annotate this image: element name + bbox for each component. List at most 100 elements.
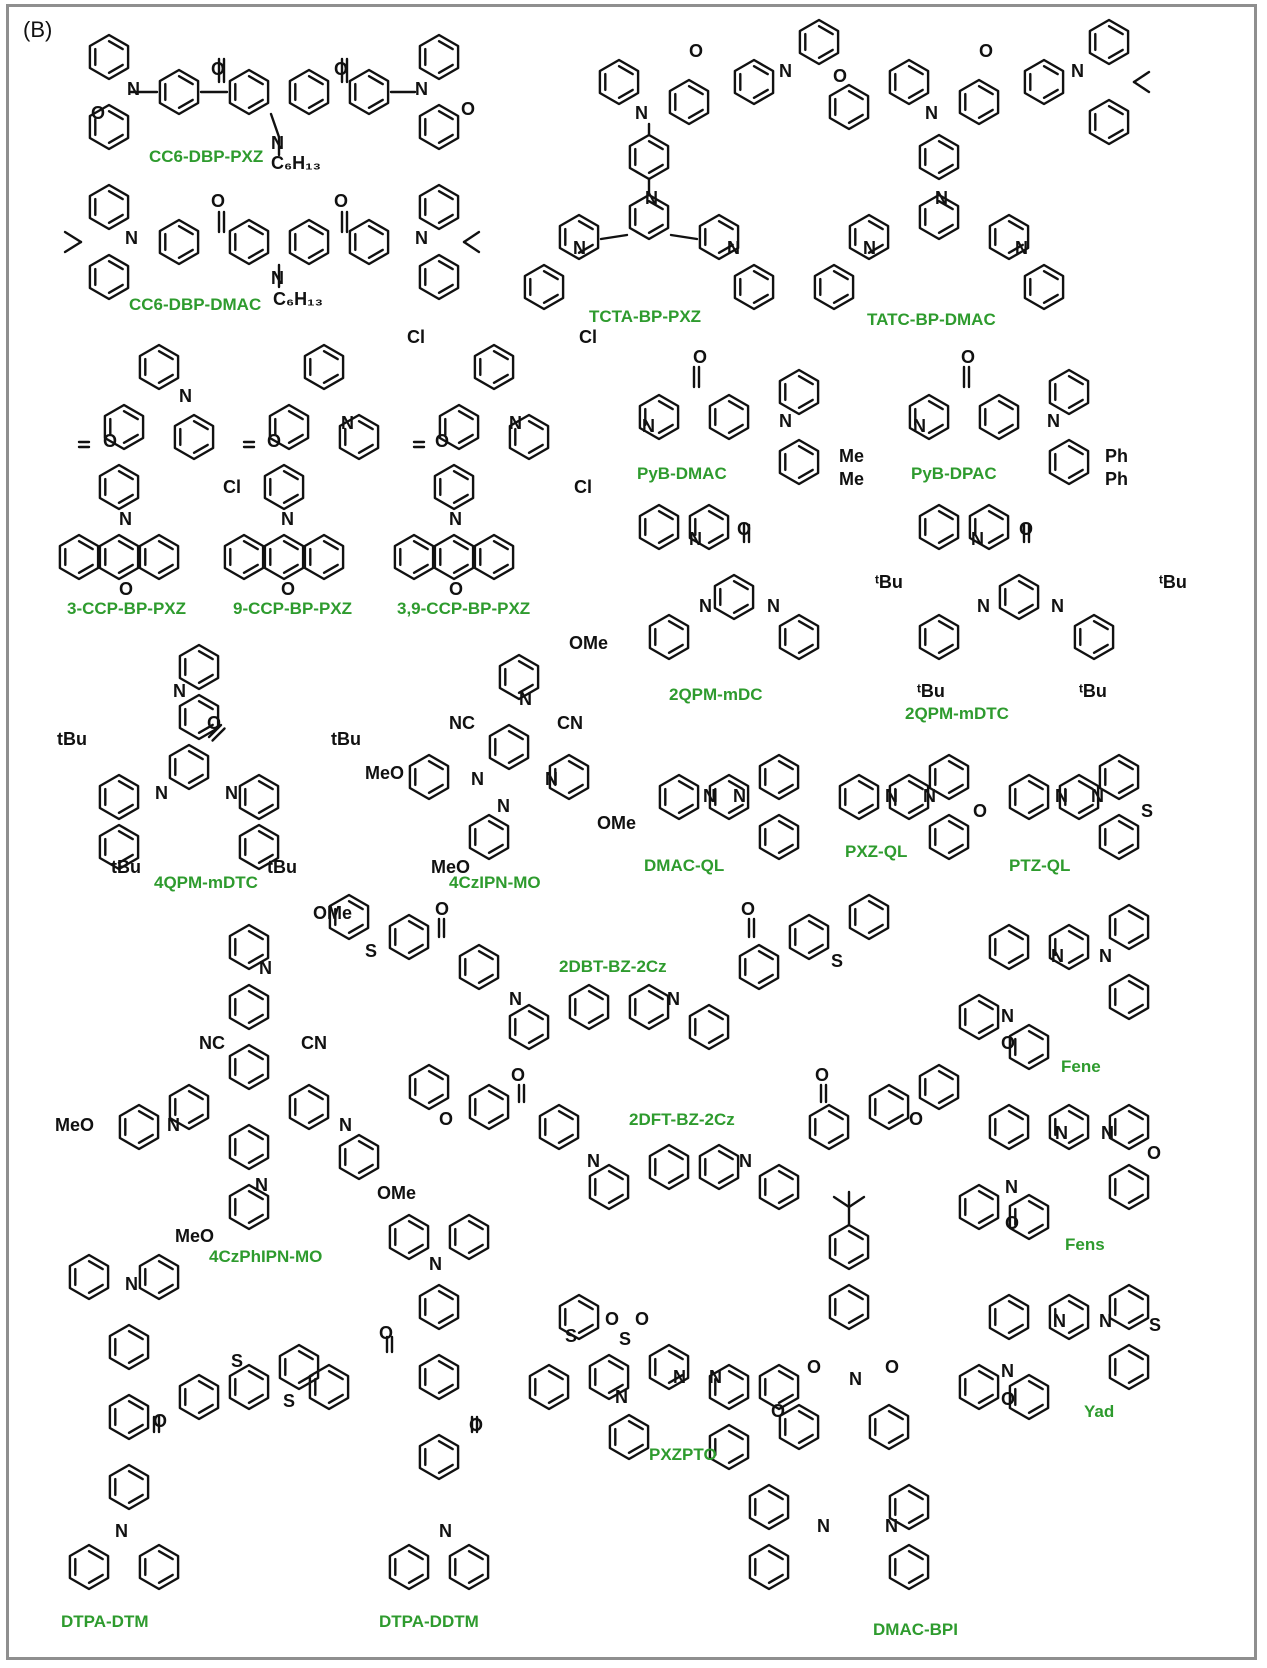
double-bond — [977, 84, 994, 96]
double-bond — [1027, 1053, 1044, 1065]
double-bond — [487, 1089, 504, 1101]
double-bond — [1077, 780, 1094, 791]
atom-tbu: ᵗBu — [917, 681, 945, 701]
aromatic-ring — [393, 533, 435, 581]
double-bond — [867, 923, 884, 934]
atom-n: N — [642, 416, 655, 436]
atom-n: N — [429, 1254, 442, 1274]
double-bond — [937, 620, 954, 631]
aromatic-ring — [1048, 1293, 1090, 1341]
double-bond — [707, 1033, 724, 1045]
double-bond — [517, 660, 534, 671]
double-bond — [127, 1399, 144, 1411]
double-bond — [177, 98, 194, 110]
double-bond — [1007, 1133, 1024, 1145]
atom-n: N — [727, 238, 740, 258]
double-bond — [937, 510, 954, 521]
atom-o: O — [439, 1109, 453, 1129]
single-bond — [1132, 80, 1151, 94]
aromatic-ring — [88, 103, 130, 151]
double-bond — [867, 219, 884, 231]
aromatic-ring — [528, 1363, 570, 1411]
double-bond — [437, 1289, 454, 1301]
double-bond — [797, 375, 814, 386]
double-bond — [627, 1419, 644, 1431]
double-bond — [1117, 760, 1134, 771]
double-bond — [242, 563, 259, 574]
double-bond — [247, 930, 264, 941]
atom-n: N — [709, 1367, 722, 1387]
double-bond — [1007, 930, 1024, 941]
aromatic-ring — [778, 1403, 820, 1451]
double-bond — [1067, 445, 1084, 456]
atom-n: N — [509, 989, 522, 1009]
double-bond — [1127, 910, 1144, 921]
double-bond — [657, 510, 674, 521]
double-bond — [87, 1549, 104, 1561]
double-bond — [107, 259, 124, 271]
atom-o: O — [449, 579, 463, 599]
double-bond — [197, 650, 214, 661]
atom-n: N — [689, 529, 702, 549]
atom-n: N — [1001, 1361, 1014, 1381]
aromatic-ring — [1023, 263, 1065, 311]
aromatic-ring — [688, 503, 730, 551]
atom-n: N — [119, 509, 132, 529]
double-bond — [1117, 783, 1134, 794]
double-bond — [327, 1369, 344, 1381]
atom-o: O — [461, 99, 475, 119]
double-bond — [282, 540, 299, 551]
double-bond — [1127, 1313, 1144, 1325]
double-bond — [907, 1513, 924, 1525]
double-bond — [687, 84, 704, 96]
aromatic-ring — [458, 943, 500, 991]
aromatic-ring — [228, 68, 270, 116]
double-bond — [1092, 620, 1109, 631]
double-bond — [1127, 1109, 1144, 1121]
double-bond — [1042, 88, 1059, 100]
atom-nc: NC — [449, 713, 475, 733]
label-4qpm-mdtc: 4QPM-mDTC — [154, 873, 258, 892]
aromatic-ring — [648, 1143, 690, 1191]
atom-n: N — [115, 1521, 128, 1541]
double-bond — [907, 1489, 924, 1501]
double-bond — [247, 1153, 264, 1165]
double-bond — [307, 98, 324, 110]
atom-n: N — [1005, 1177, 1018, 1197]
double-bond — [157, 563, 174, 574]
aromatic-ring — [908, 393, 950, 441]
double-bond — [832, 270, 849, 281]
atom-o: O — [807, 1357, 821, 1377]
label-2qpm-mdc: 2QPM-mDC — [669, 685, 763, 704]
double-bond — [452, 470, 469, 481]
double-bond — [157, 1259, 174, 1271]
double-bond — [357, 1163, 374, 1175]
atom-nc: NC — [199, 1033, 225, 1053]
atom-n: N — [673, 1367, 686, 1387]
double-bond — [857, 780, 874, 791]
atom-n: N — [923, 786, 936, 806]
double-bond — [437, 1313, 454, 1325]
double-bond — [1007, 219, 1024, 231]
aromatic-ring — [1048, 438, 1090, 486]
double-bond — [77, 563, 94, 574]
double-bond — [557, 1133, 574, 1145]
aromatic-ring — [988, 923, 1030, 971]
aromatic-ring — [168, 743, 210, 791]
aromatic-ring — [558, 1293, 600, 1341]
double-bond — [327, 1393, 344, 1405]
atom-ph: Ph — [1105, 469, 1128, 489]
double-bond — [247, 1369, 264, 1381]
double-bond — [117, 563, 134, 574]
double-bond — [1107, 128, 1124, 140]
double-bond — [407, 920, 424, 931]
atom-meo: MeO — [431, 857, 470, 877]
double-bond — [937, 643, 954, 654]
double-bond — [1127, 1193, 1144, 1205]
double-bond — [927, 400, 944, 411]
atom-o: O — [211, 191, 225, 211]
aromatic-ring — [228, 923, 270, 971]
aromatic-ring — [748, 1543, 790, 1591]
double-bond — [307, 1113, 324, 1125]
double-bond — [467, 1219, 484, 1231]
